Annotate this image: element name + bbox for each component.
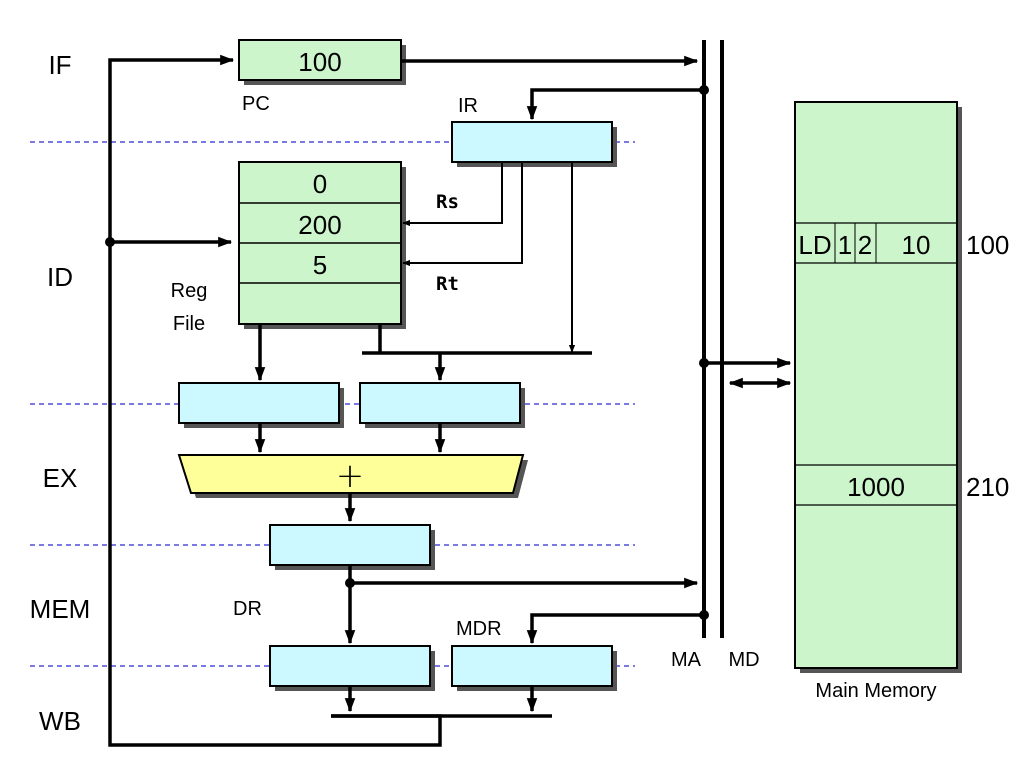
mdr-label: MDR <box>456 618 502 640</box>
main-memory-label: Main Memory <box>815 680 936 702</box>
mem-address-210: 210 <box>966 472 1009 502</box>
mem-instr-field-op: LD <box>798 230 831 260</box>
main-memory: LD 1 2 10 1000 100 210 Main Memory <box>794 101 1009 702</box>
pc-label: PC <box>242 93 270 115</box>
reg-entry-2: 5 <box>313 250 327 280</box>
mem-address-100: 100 <box>966 230 1009 260</box>
reg-file-label-2: File <box>173 313 205 335</box>
ma-label: MA <box>671 649 702 671</box>
md-label: MD <box>728 649 759 671</box>
pc-register: 100 PC <box>238 39 406 115</box>
rt-label: Rt <box>436 273 459 295</box>
stage-label-id: ID <box>47 262 73 292</box>
id-ex-latches <box>178 382 525 428</box>
alu-operator: + <box>336 456 365 496</box>
stage-label-mem: MEM <box>30 594 91 624</box>
reg-entry-0: 0 <box>313 169 327 199</box>
stage-labels: IF ID EX MEM WB <box>30 50 91 736</box>
reg-entry-1: 200 <box>298 210 341 240</box>
alu: + <box>177 454 528 498</box>
memory-buses: MA MD <box>671 40 760 671</box>
reg-file-label-1: Reg <box>171 280 208 302</box>
stage-label-if: IF <box>48 50 71 80</box>
dr-label: DR <box>233 598 262 620</box>
mem-instr-field-r2: 2 <box>858 230 872 260</box>
register-file: 0 200 5 Reg File <box>171 161 406 335</box>
ex-mem-latch <box>269 524 435 570</box>
stage-label-ex: EX <box>43 463 78 493</box>
mem-instr-field-r1: 1 <box>838 230 852 260</box>
ir-register: IR <box>451 95 617 167</box>
stage-label-wb: WB <box>39 706 81 736</box>
mem-data-value: 1000 <box>847 472 905 502</box>
rs-label: Rs <box>436 191 459 213</box>
mem-wb-latches <box>269 645 617 691</box>
mem-instr-field-imm: 10 <box>902 230 931 260</box>
ir-label: IR <box>458 95 478 117</box>
pc-value: 100 <box>298 47 341 77</box>
